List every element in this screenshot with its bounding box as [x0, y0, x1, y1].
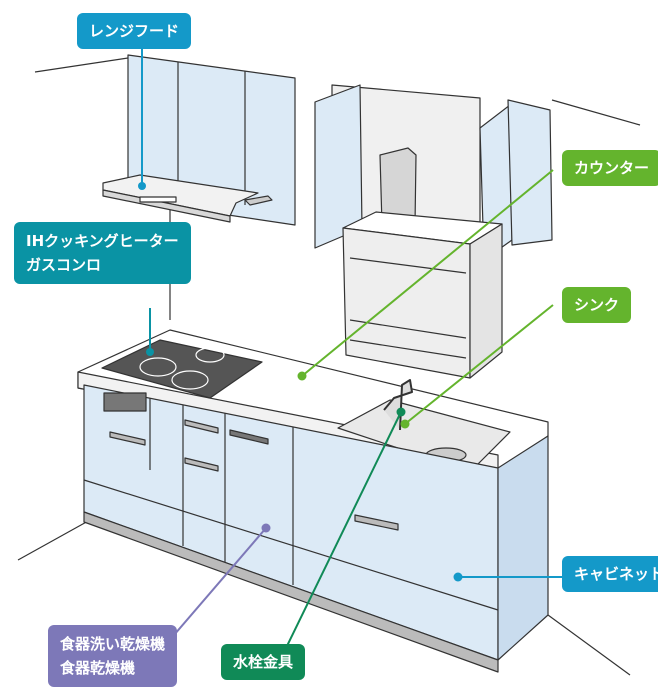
leader-faucet	[286, 411, 402, 647]
burner-1	[139, 357, 177, 377]
marker-dishwasher	[261, 523, 271, 533]
floor-line-right	[547, 614, 631, 676]
label-dishwasher-line1: 食器洗い乾燥機	[60, 635, 166, 653]
marker-sink	[400, 419, 410, 429]
handle-1	[109, 431, 146, 446]
range-hood-light	[139, 196, 177, 203]
label-dishwasher-line2: 食器乾燥機	[60, 659, 136, 677]
marker-range-hood	[138, 182, 146, 190]
marker-faucet	[396, 407, 406, 417]
cabinet-plinth	[83, 511, 499, 673]
floor-line-left	[17, 519, 91, 561]
marker-counter	[297, 371, 307, 381]
label-counter: カウンター	[562, 150, 658, 186]
burner-2	[171, 370, 209, 390]
faucet	[383, 379, 413, 431]
leader-dishwasher	[167, 527, 267, 643]
label-faucet: 水栓金具	[221, 644, 306, 680]
label-sink: シンク	[562, 287, 632, 323]
cooktop	[101, 339, 263, 399]
handle-3	[184, 457, 219, 472]
label-ih-line2: ガスコンロ	[26, 256, 102, 274]
leader-counter	[301, 169, 554, 377]
label-ih-line1: IHクッキングヒーター	[26, 232, 179, 250]
range-hood-handle	[244, 195, 273, 206]
grill-panel	[103, 392, 147, 412]
label-ih-cooker: IHクッキングヒーター ガスコンロ	[14, 222, 191, 284]
handle-4	[229, 429, 269, 445]
marker-ih	[146, 348, 154, 356]
wall-line-right	[551, 99, 641, 126]
handle-2	[184, 419, 219, 434]
wall-line-left	[34, 57, 129, 73]
handle-5	[354, 514, 399, 531]
leader-sink	[404, 304, 554, 425]
marker-cabinet	[453, 572, 463, 582]
label-cabinet: キャビネット	[562, 556, 658, 592]
base-cabinet-side	[497, 435, 549, 661]
label-dishwasher: 食器洗い乾燥機 食器乾燥機	[48, 625, 178, 687]
label-range-hood: レンジフード	[77, 13, 192, 49]
burner-3	[195, 347, 225, 363]
